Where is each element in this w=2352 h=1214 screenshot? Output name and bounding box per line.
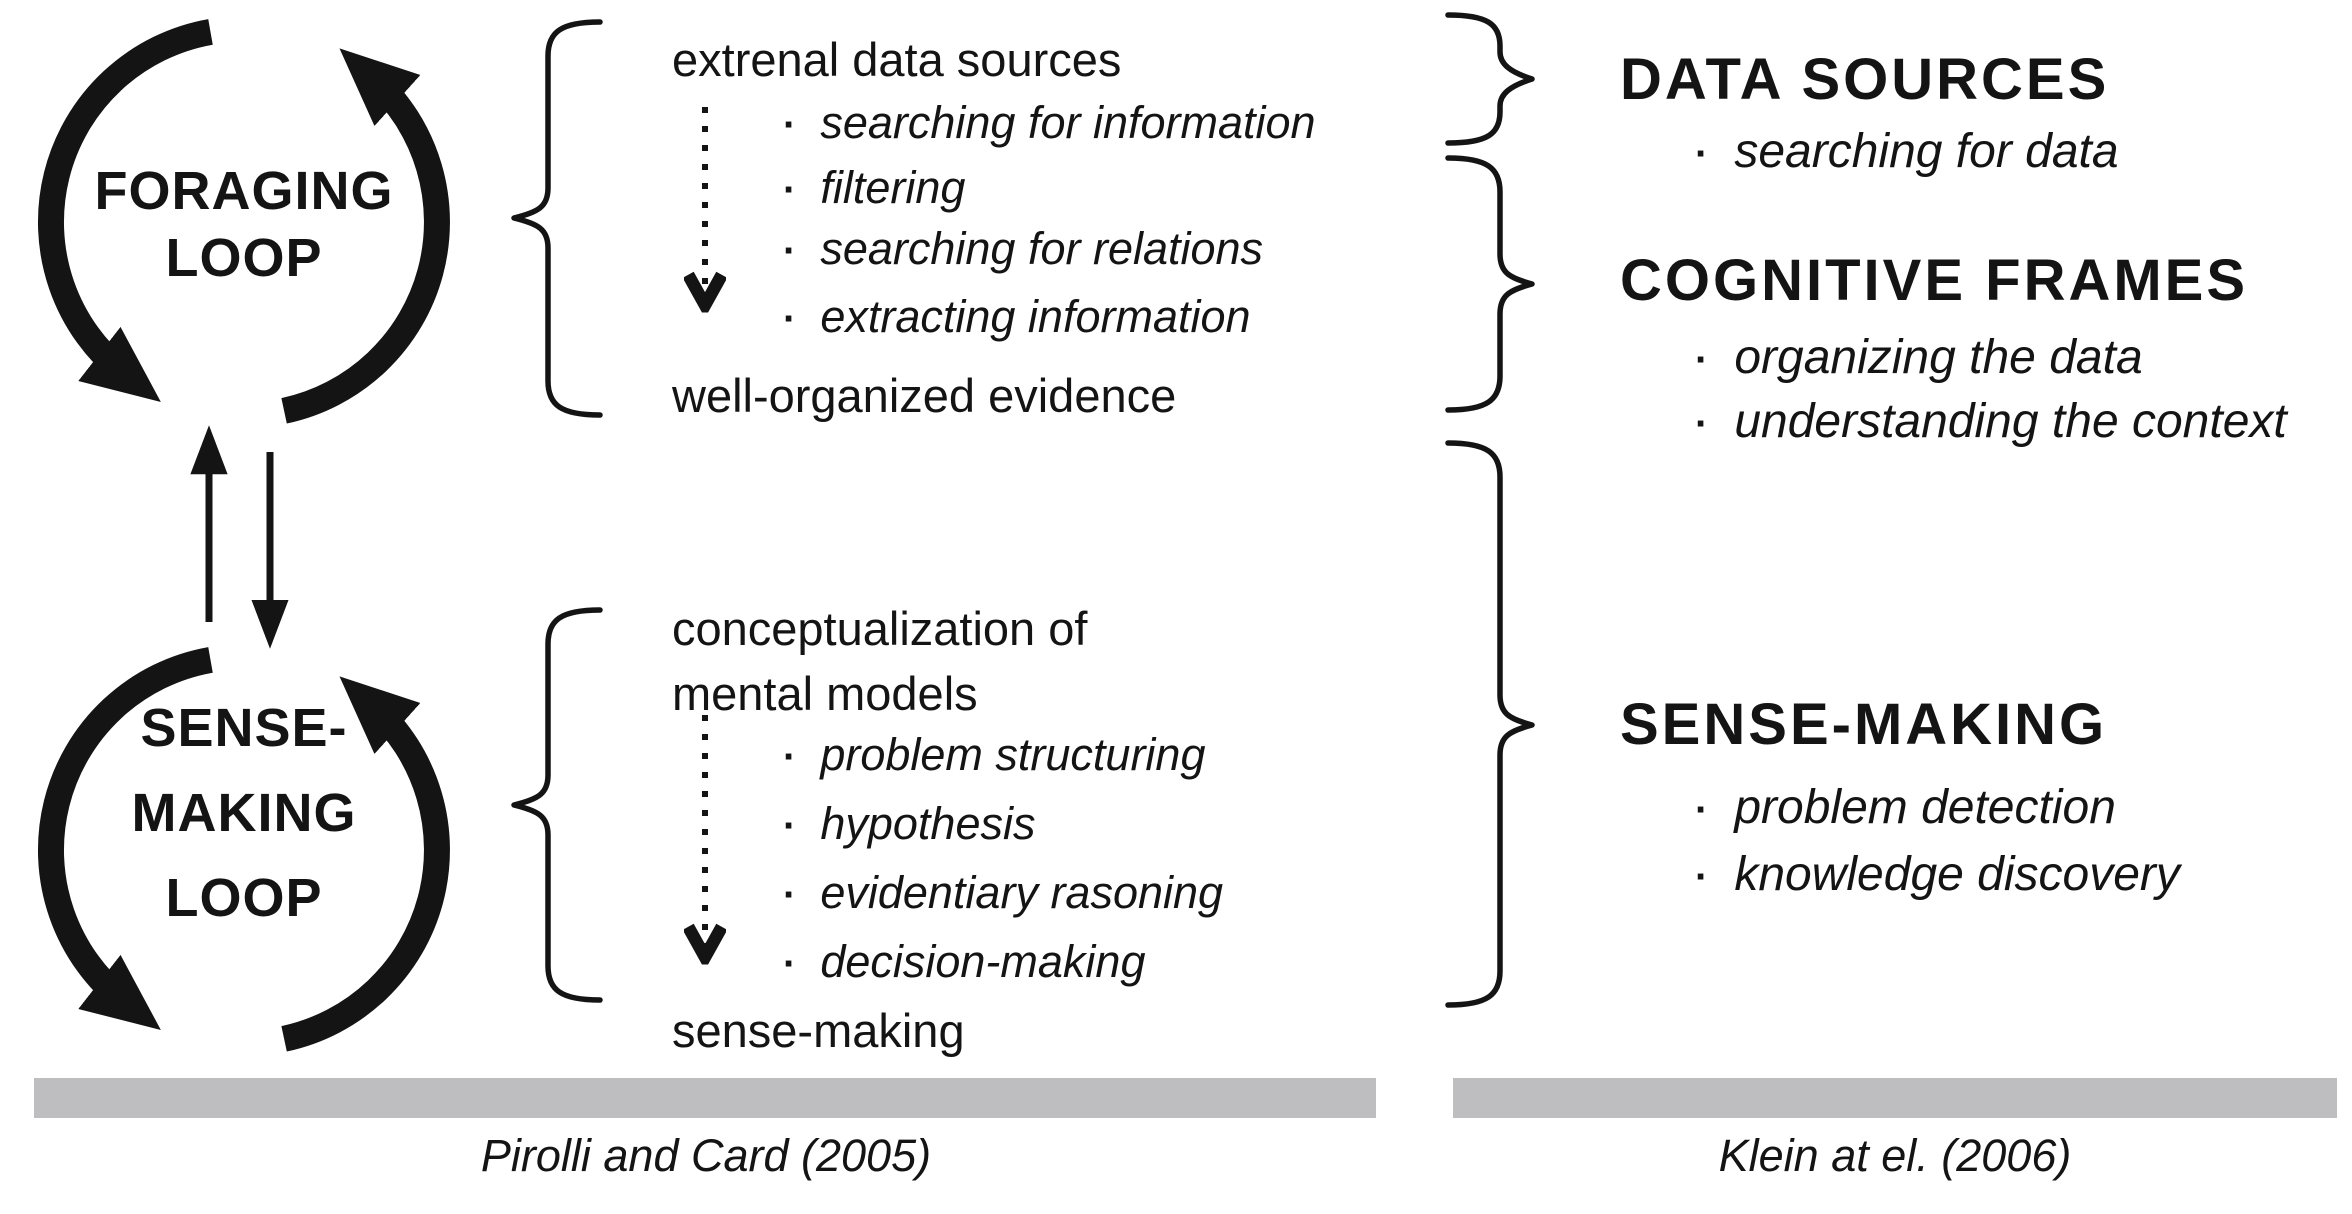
bullet-dot-icon — [783, 933, 796, 993]
sense-loop-label-line3: LOOP — [165, 868, 323, 928]
foraging-loop-arc-left — [38, 19, 213, 402]
data-sources-item: searching for data — [1695, 122, 2119, 184]
data-sources-brace — [1445, 12, 1535, 146]
bullet-dot-icon — [783, 159, 796, 219]
sense-step-label: evidentiary rasoning — [820, 867, 1224, 918]
cognitive-frames-item: organizing the data — [1695, 328, 2143, 390]
data-sources-heading: DATA SOURCES — [1620, 47, 2110, 112]
sense-loop-arc-right — [281, 676, 450, 1052]
sense-step-item: hypothesis — [783, 795, 1035, 855]
klein-citation: Klein at el. (2006) — [1718, 1130, 2072, 1181]
sense-loop-arc-left — [38, 647, 213, 1030]
foraging-step-label: filtering — [820, 162, 966, 213]
bullet-dot-icon — [1695, 778, 1708, 840]
foraging-group-brace — [511, 19, 603, 418]
sense-making-item: knowledge discovery — [1695, 845, 2180, 907]
cognitive-frames-brace — [1445, 155, 1535, 413]
foraging-loop-label-line2: LOOP — [165, 228, 323, 288]
sense-loop-label-line1: SENSE- — [140, 698, 348, 758]
foraging-step-label: searching for relations — [820, 223, 1264, 274]
bullet-dot-icon — [1695, 122, 1708, 184]
sense-group-brace — [511, 607, 603, 1003]
cognitive-frames-item: understanding the context — [1695, 392, 2287, 454]
sense-step-label: problem structuring — [820, 729, 1206, 780]
sense-making-heading: SENSE-MAKING — [1620, 692, 2108, 757]
cognitive-frames-item-label: organizing the data — [1734, 331, 2143, 384]
foraging-step-item: searching for information — [783, 94, 1316, 154]
bullet-dot-icon — [783, 864, 796, 924]
foraging-step-item: filtering — [783, 159, 965, 219]
sense-step-label: decision-making — [820, 936, 1146, 987]
cognitive-frames-item-label: understanding the context — [1734, 395, 2287, 448]
sense-making-item-label: knowledge discovery — [1734, 848, 2180, 901]
sense-making-brace — [1445, 440, 1535, 1008]
foraging-loop-label-line1: FORAGING — [94, 161, 394, 221]
bullet-dot-icon — [1695, 392, 1708, 454]
sense-step-item: problem structuring — [783, 726, 1206, 786]
bullet-dot-icon — [783, 795, 796, 855]
bullet-dot-icon — [783, 288, 796, 348]
foraging-loop-arc-right — [281, 48, 450, 424]
right-footer-bar — [1453, 1078, 2337, 1118]
bullet-dot-icon — [1695, 845, 1708, 907]
sense-loop-label-line2: MAKING — [131, 783, 357, 843]
sense-input-line2: mental models — [672, 667, 978, 720]
foraging-step-label: searching for information — [820, 97, 1316, 148]
pirolli-citation: Pirolli and Card (2005) — [480, 1130, 932, 1181]
sense-step-item: decision-making — [783, 933, 1145, 993]
sense-step-label: hypothesis — [820, 798, 1036, 849]
sense-making-item-label: problem detection — [1734, 781, 2116, 834]
bullet-dot-icon — [783, 94, 796, 154]
sense-output-label: sense-making — [672, 1004, 965, 1057]
data-sources-item-label: searching for data — [1734, 125, 2119, 178]
foraging-step-item: searching for relations — [783, 220, 1263, 280]
sense-making-item: problem detection — [1695, 778, 2116, 840]
foraging-step-label: extracting information — [820, 291, 1251, 342]
sense-step-item: evidentiary rasoning — [783, 864, 1223, 924]
bullet-dot-icon — [783, 220, 796, 280]
foraging-input-label: extrenal data sources — [672, 33, 1122, 86]
left-footer-bar — [34, 1078, 1376, 1118]
foraging-step-item: extracting information — [783, 288, 1251, 348]
cognitive-frames-heading: COGNITIVE FRAMES — [1620, 248, 2249, 313]
foraging-output-label: well-organized evidence — [672, 369, 1177, 422]
bullet-dot-icon — [783, 726, 796, 786]
sense-input-line1: conceptualization of — [672, 602, 1088, 655]
bullet-dot-icon — [1695, 328, 1708, 390]
